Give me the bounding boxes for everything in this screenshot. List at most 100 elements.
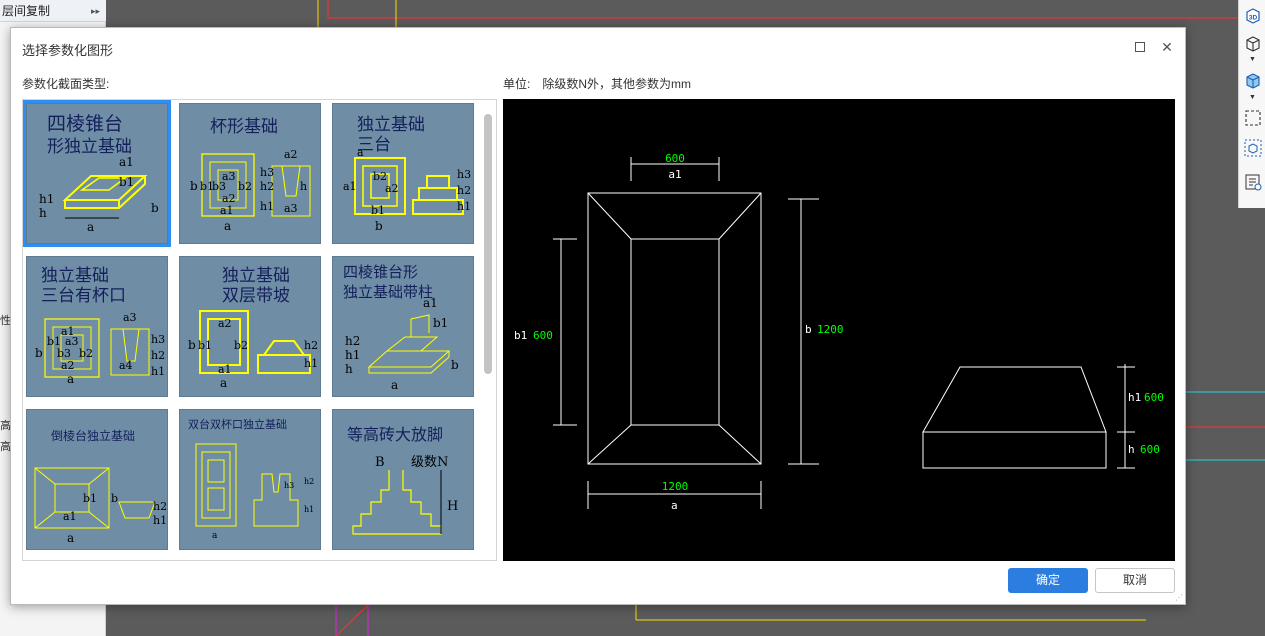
- svg-text:b1: b1: [47, 335, 61, 348]
- cad-background-lines: [317, 0, 1265, 636]
- svg-text:600: 600: [1144, 391, 1164, 404]
- maximize-button[interactable]: [1131, 38, 1149, 56]
- svg-text:b: b: [151, 201, 159, 215]
- svg-text:b2: b2: [234, 339, 248, 352]
- caret-down-icon[interactable]: ▼: [1249, 56, 1256, 63]
- svg-text:a: a: [67, 531, 74, 545]
- svg-text:a2: a2: [61, 359, 75, 372]
- tile-image: 双台双杯口独立基础 h3 h2 h1 a: [179, 409, 321, 550]
- inverted-frustum-foundation-diagram: 倒棱台独立基础 b1 b a1 a h2 h1: [34, 428, 167, 545]
- svg-text:a2: a2: [218, 317, 232, 330]
- svg-text:倒棱台独立基础: 倒棱台独立基础: [51, 428, 135, 443]
- svg-text:h2: h2: [457, 184, 471, 197]
- svg-text:级数N: 级数N: [411, 455, 448, 470]
- gallery-scrollbar[interactable]: [484, 106, 492, 376]
- svg-text:a: a: [67, 372, 74, 386]
- svg-text:a: a: [87, 220, 94, 234]
- preview-drawing: 600 a1 b1 600 b 1200 1200 a: [514, 152, 1164, 512]
- svg-text:h: h: [39, 206, 47, 220]
- scrollbar-thumb[interactable]: [484, 114, 492, 374]
- svg-text:h3: h3: [457, 168, 471, 181]
- svg-text:a: a: [357, 146, 364, 159]
- dialog-title: 选择参数化图形: [22, 43, 114, 58]
- close-icon: ✕: [1161, 39, 1173, 55]
- svg-text:a: a: [671, 499, 678, 512]
- svg-text:h3: h3: [151, 333, 165, 346]
- svg-text:a2: a2: [284, 148, 298, 161]
- unit-info: 单位:除级数N外，其他参数为mm: [503, 75, 691, 92]
- svg-text:a3: a3: [284, 202, 298, 215]
- shape-tile[interactable]: 四棱锥台 形独立基础 a a1 b1 h1 h b: [23, 100, 171, 247]
- svg-text:h2: h2: [345, 334, 360, 348]
- svg-text:h3: h3: [284, 481, 294, 490]
- svg-text:b1: b1: [433, 316, 448, 330]
- svg-text:独立基础: 独立基础: [41, 266, 109, 286]
- svg-text:b2: b2: [79, 347, 93, 360]
- pyramid-foundation-diagram: 四棱锥台 形独立基础 a a1 b1 h1 h b: [39, 113, 159, 234]
- cancel-button[interactable]: 取消: [1095, 568, 1175, 593]
- svg-text:a: a: [220, 376, 227, 390]
- svg-text:a2: a2: [222, 192, 236, 205]
- svg-text:h: h: [345, 362, 353, 376]
- cube-outline-icon[interactable]: [1243, 33, 1263, 53]
- svg-text:b3: b3: [57, 347, 71, 360]
- svg-text:B: B: [375, 455, 385, 470]
- svg-text:a: a: [224, 219, 231, 233]
- close-button[interactable]: ✕: [1158, 38, 1176, 56]
- svg-text:h1: h1: [1128, 391, 1141, 404]
- shape-tile[interactable]: 杯形基础 b b1 b3 a3 b2 a2 a1 a a2 h3 h2: [176, 100, 324, 247]
- svg-text:h: h: [300, 180, 307, 193]
- expand-arrow-icon[interactable]: ▸▸: [90, 6, 100, 16]
- svg-text:600: 600: [1140, 443, 1160, 456]
- shape-tile[interactable]: 独立基础 双层带坡 a2 b b1 b2 a1 a h2 h1: [176, 253, 324, 400]
- svg-text:b2: b2: [238, 180, 252, 193]
- svg-text:h1: h1: [260, 200, 274, 213]
- shape-tile[interactable]: 四棱锥台形 独立基础带柱 a1 b1 h2 h1 h a b: [329, 253, 477, 400]
- svg-text:a3: a3: [65, 335, 79, 348]
- shape-preview: 600 a1 b1 600 b 1200 1200 a: [503, 99, 1175, 561]
- svg-text:a1: a1: [63, 510, 77, 523]
- shape-tile[interactable]: 倒棱台独立基础 b1 b a1 a h2 h1: [23, 406, 171, 553]
- cube-dashed-icon[interactable]: [1243, 138, 1263, 158]
- cube-solid-icon[interactable]: [1243, 70, 1263, 90]
- svg-text:h1: h1: [304, 505, 314, 514]
- svg-text:a1: a1: [119, 155, 134, 169]
- svg-text:a1: a1: [668, 168, 681, 181]
- svg-text:1200: 1200: [817, 323, 844, 336]
- svg-text:a1: a1: [343, 180, 357, 193]
- ok-button[interactable]: 确定: [1008, 568, 1088, 593]
- svg-text:H: H: [447, 499, 458, 514]
- shape-tile[interactable]: 独立基础 三台有杯口 a1 a3 b1 a3 b b3 b2 a2 a a4: [23, 253, 171, 400]
- floor-copy-item[interactable]: 层间复制 ▸▸: [0, 0, 106, 22]
- svg-text:三台有杯口: 三台有杯口: [41, 286, 126, 306]
- shape-tile[interactable]: 独立基础 三台 a a1 b2 a2 b1 b h3 h2 h1: [329, 100, 477, 247]
- list-view-icon[interactable]: [1243, 172, 1263, 192]
- svg-text:a4: a4: [119, 359, 133, 372]
- svg-text:h1: h1: [39, 192, 54, 206]
- shape-tile[interactable]: 双台双杯口独立基础 h3 h2 h1 a: [176, 406, 324, 553]
- edge-label-3: 高: [0, 441, 11, 453]
- resize-grip-icon[interactable]: ⋰: [1175, 593, 1183, 602]
- svg-text:a3: a3: [222, 170, 236, 183]
- svg-text:等高砖大放脚: 等高砖大放脚: [347, 425, 443, 444]
- caret-down-icon[interactable]: ▼: [1249, 94, 1256, 101]
- three-tier-cup-foundation-diagram: 独立基础 三台有杯口 a1 a3 b1 a3 b b3 b2 a2 a a4: [35, 266, 165, 386]
- svg-text:独立基础: 独立基础: [222, 266, 290, 286]
- double-slope-foundation-diagram: 独立基础 双层带坡 a2 b b1 b2 a1 a h2 h1: [188, 266, 318, 390]
- tile-image: 四棱锥台 形独立基础 a a1 b1 h1 h b: [26, 103, 168, 244]
- section-type-label: 参数化截面类型:: [22, 77, 110, 91]
- tile-image: 四棱锥台形 独立基础带柱 a1 b1 h2 h1 h a b: [332, 256, 474, 397]
- tile-image: 等高砖大放脚 B 级数N H: [332, 409, 474, 550]
- svg-text:h1: h1: [304, 357, 318, 370]
- shape-gallery[interactable]: 四棱锥台 形独立基础 a a1 b1 h1 h b 杯形: [22, 99, 497, 561]
- svg-text:h3: h3: [260, 166, 274, 179]
- 3d-view-icon[interactable]: 3D: [1243, 6, 1263, 26]
- shape-tile[interactable]: 等高砖大放脚 B 级数N H: [329, 406, 477, 553]
- svg-text:h: h: [1128, 443, 1135, 456]
- edge-label-1: 性: [0, 315, 11, 327]
- tile-image: 独立基础 双层带坡 a2 b b1 b2 a1 a h2 h1: [179, 256, 321, 397]
- unit-text: 除级数N外，其他参数为mm: [542, 77, 692, 91]
- svg-text:h2: h2: [260, 180, 274, 193]
- svg-text:独立基础: 独立基础: [357, 115, 425, 135]
- selection-box-icon[interactable]: [1243, 108, 1263, 128]
